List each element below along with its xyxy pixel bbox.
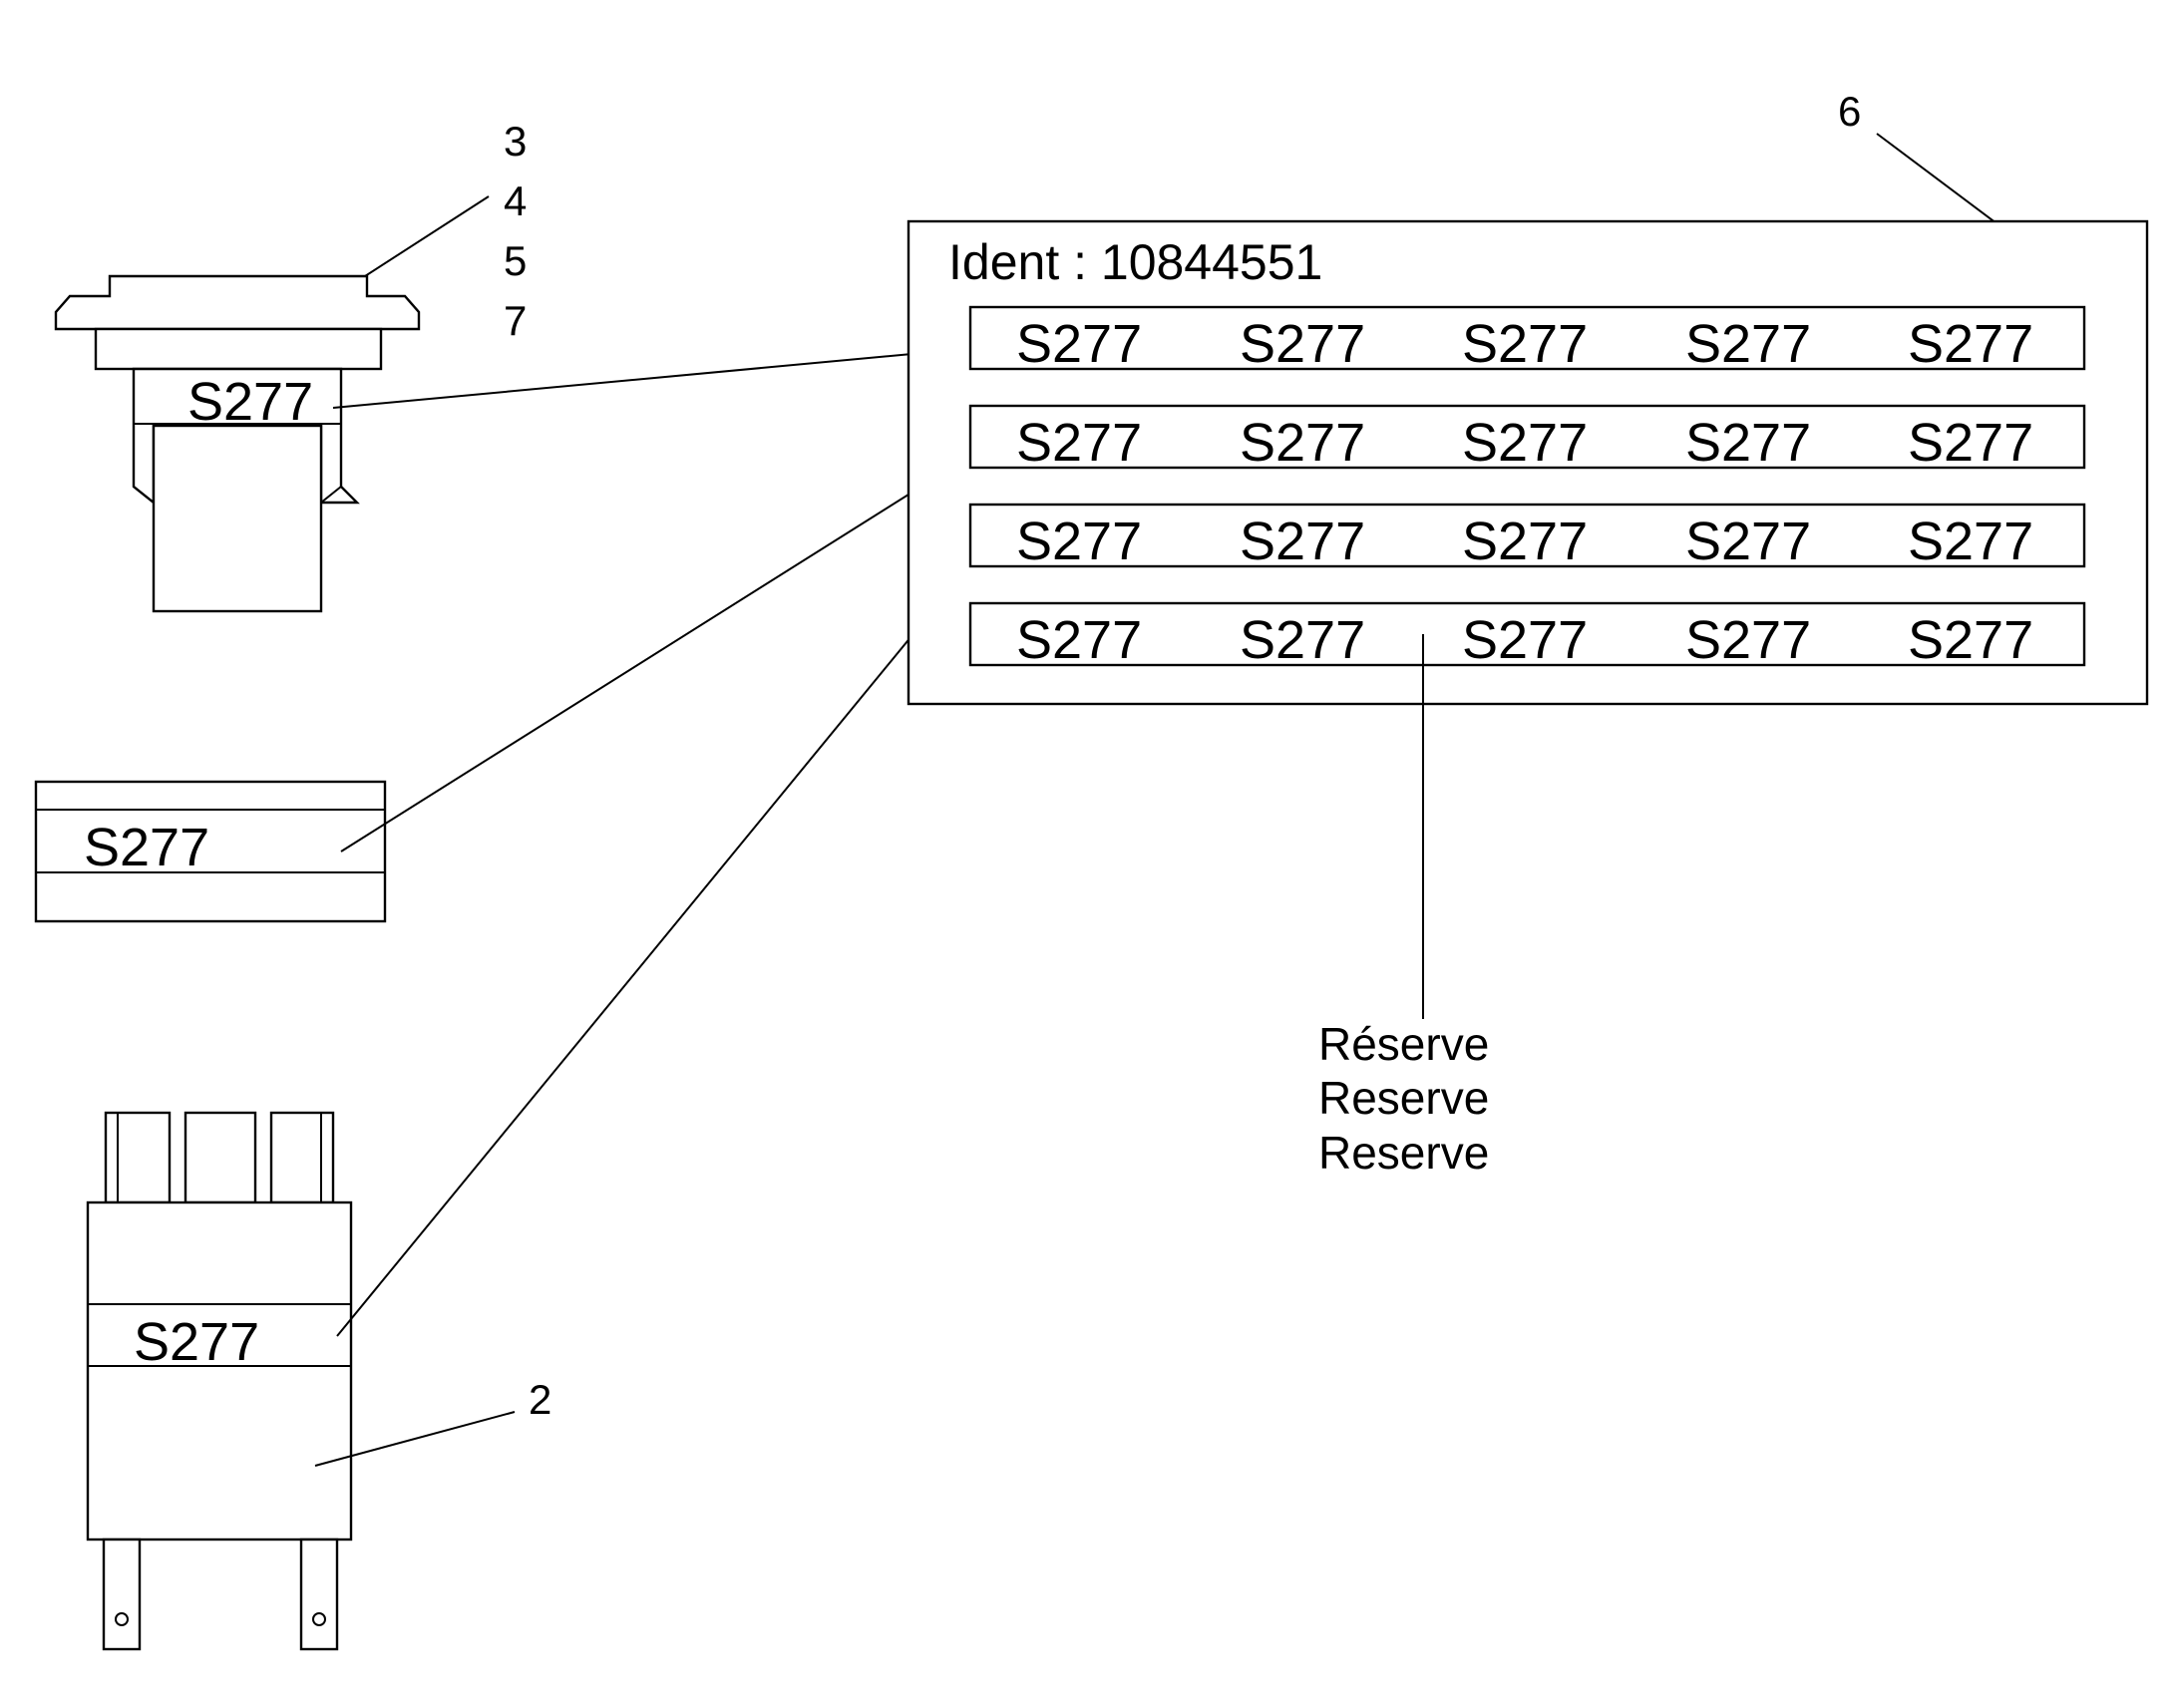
plate-row-label: S277	[1016, 610, 1142, 670]
callout-4: 4	[504, 177, 527, 224]
switch-shoulder-left	[133, 486, 155, 504]
plate-row-label: S277	[1685, 610, 1811, 670]
plate-row-label: S277	[1462, 413, 1588, 473]
plate-ident: Ident : 10844551	[948, 234, 1322, 290]
relay-component: S277 2	[86, 1111, 551, 1651]
plate-row-1: S277 S277 S277 S277 S277	[968, 305, 2086, 374]
reserve-label-en: Reserve	[1318, 1072, 1489, 1124]
plate-row-label: S277	[1016, 413, 1142, 473]
callout-6: 6	[1838, 88, 1861, 135]
callout-2-leader	[314, 1411, 516, 1467]
plate-row-label: S277	[1685, 413, 1811, 473]
plate-row-label: S277	[1462, 512, 1588, 571]
label-strip-component: S277	[34, 780, 387, 923]
relay-pin-right-hole	[312, 1612, 326, 1626]
switch-shoulder-right	[320, 486, 342, 504]
reserve-label-fr: Réserve	[1318, 1018, 1489, 1070]
callout-3: 3	[504, 118, 527, 165]
plate-row-frame	[968, 404, 2086, 470]
reserve-label-de: Reserve	[1318, 1127, 1489, 1179]
relay-terminal-top-1	[104, 1111, 172, 1204]
plate-row-label: S277	[1240, 512, 1365, 571]
relay-label: S277	[134, 1312, 259, 1372]
plate-row-2: S277 S277 S277 S277 S277	[968, 404, 2086, 473]
plate-row-label: S277	[1908, 512, 2033, 571]
relay-pin-left	[102, 1537, 142, 1651]
plate-row-label: S277	[1016, 512, 1142, 571]
reserve-callout: Réserve Reserve Reserve	[1318, 634, 1489, 1179]
plate-row-label: S277	[1462, 610, 1588, 670]
plate-row-label: S277	[1908, 413, 2033, 473]
plate-row-label: S277	[1908, 610, 2033, 670]
relay-terminal-top-2	[183, 1111, 257, 1204]
leader-switch-to-row1	[332, 345, 998, 409]
switch-cap	[54, 274, 421, 331]
switch-label: S277	[187, 372, 313, 432]
plate-row-label: S277	[1240, 314, 1365, 374]
switch-plunger	[152, 424, 323, 613]
plate-row-label: S277	[1462, 314, 1588, 374]
strip-label: S277	[84, 818, 209, 877]
plate-row-label: S277	[1240, 610, 1365, 670]
plate-row-label: S277	[1685, 512, 1811, 571]
strip-frame	[34, 780, 387, 923]
plate-row-frame	[968, 601, 2086, 667]
relay-pin-left-hole	[115, 1612, 129, 1626]
callout-5: 5	[504, 237, 527, 284]
plate-row-label: S277	[1908, 314, 2033, 374]
plate-row-frame	[968, 305, 2086, 371]
callout-2: 2	[529, 1376, 551, 1423]
plate-row-3: S277 S277 S277 S277 S277	[968, 503, 2086, 571]
leader-strip-to-row2	[340, 443, 990, 853]
relay-housing	[86, 1200, 353, 1541]
callout-7: 7	[504, 297, 527, 344]
switch-collar	[94, 327, 383, 371]
relay-terminal-top-3	[269, 1111, 335, 1204]
plate-row-label: S277	[1685, 314, 1811, 374]
leader-relay-to-row3	[336, 540, 990, 1337]
plate-row-4: S277 S277 S277 S277 S277	[968, 601, 2086, 670]
switch-component: 3 4 5 7 S277	[54, 118, 527, 613]
label-plate: 6 Ident : 10844551 S277 S277 S277 S277 S…	[907, 88, 2149, 706]
relay-pin-right	[299, 1537, 339, 1651]
plate-row-frame	[968, 503, 2086, 568]
plate-row-label: S277	[1240, 413, 1365, 473]
plate-row-label: S277	[1016, 314, 1142, 374]
